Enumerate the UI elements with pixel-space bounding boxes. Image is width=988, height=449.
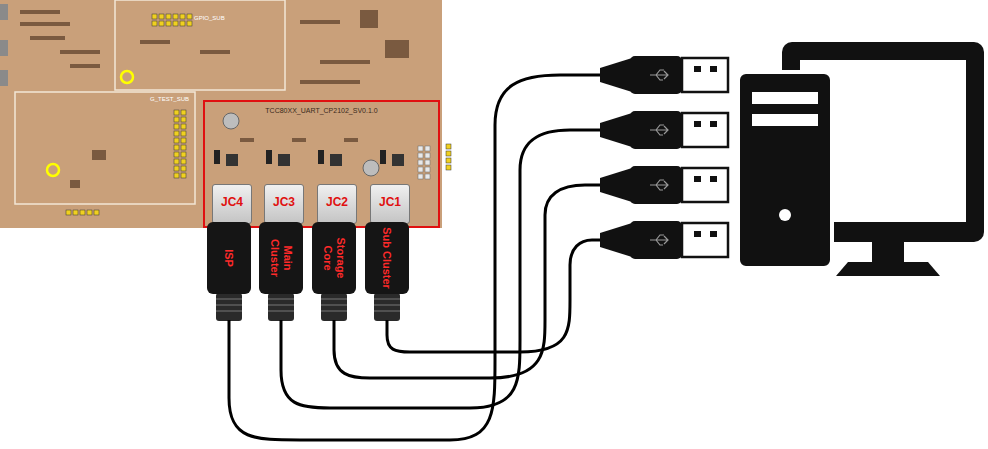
edge-tab <box>0 4 8 20</box>
pin-header <box>174 110 186 178</box>
pin-header <box>418 146 430 179</box>
cable-label: Storage Core <box>321 226 346 290</box>
uart-chips <box>214 113 404 176</box>
components <box>20 10 409 188</box>
edge-tab <box>0 40 8 56</box>
pin-header <box>152 14 192 26</box>
pin-header <box>66 144 451 215</box>
marker-circle <box>121 71 133 83</box>
usb-c-connector: JC4 <box>212 184 252 224</box>
silkscreen-label: GPIO_SUB <box>194 15 225 21</box>
cable-label: Sub Cluster <box>381 226 394 290</box>
sub-board-outline <box>15 92 195 204</box>
computer-icon <box>738 42 984 276</box>
board-name: TCC80XX_UART_CP2102_SV0.1.0 <box>205 107 438 114</box>
usb-c-plug: Main Cluster <box>259 222 303 294</box>
usb-c-plug: Storage Core <box>312 222 356 294</box>
strain-relief <box>216 293 400 321</box>
cable-label: ISP <box>223 226 236 290</box>
silkscreen-label: G_TEST_SUB <box>150 96 189 102</box>
relief-ribs <box>216 299 400 311</box>
usb-c-plug: ISP <box>207 222 251 294</box>
marker-circle <box>47 164 59 176</box>
usb-c-connector: JC1 <box>370 184 410 224</box>
usb-c-connector: JC3 <box>264 184 304 224</box>
cable-label: Main Cluster <box>268 226 293 290</box>
pcb-board <box>0 0 442 228</box>
edge-tab <box>0 70 8 86</box>
connector-label: JC2 <box>326 195 348 209</box>
connector-label: JC4 <box>221 195 243 209</box>
usb-cable <box>229 75 602 440</box>
connector-label: JC1 <box>379 195 401 209</box>
sub-board-outline <box>115 0 285 90</box>
connector-label: JC3 <box>273 195 295 209</box>
uart-board-region: TCC80XX_UART_CP2102_SV0.1.0JC4 JC3 JC2 JC1 <box>203 100 440 228</box>
usb-c-plug: Sub Cluster <box>365 222 409 294</box>
usb-a-plug <box>600 56 728 259</box>
usb-c-connector: JC2 <box>317 184 357 224</box>
